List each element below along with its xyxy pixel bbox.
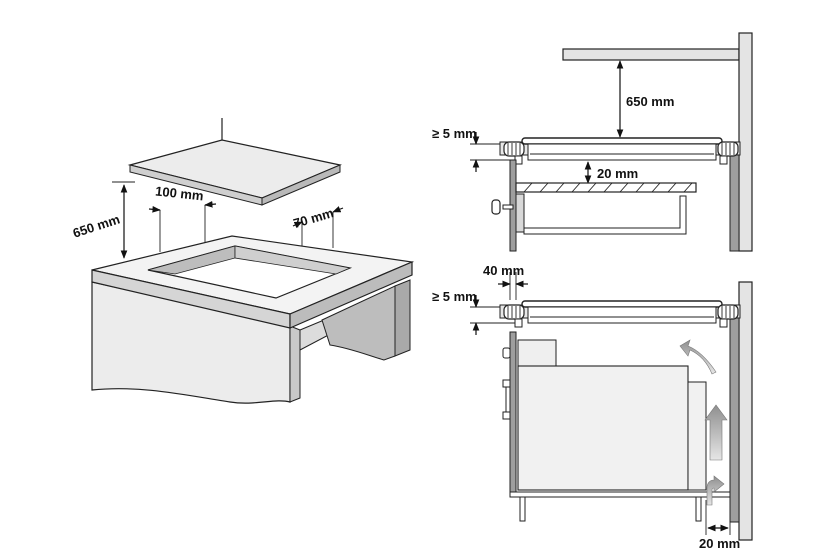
drawer-front xyxy=(515,193,525,233)
countertop-diagram: 650 mm 100 mm 70 mm xyxy=(71,118,415,404)
cabinet-leg-front xyxy=(519,496,526,522)
cabinet-base xyxy=(509,491,731,498)
hob-glass xyxy=(521,300,723,308)
seal-right xyxy=(717,304,739,320)
gap-label-bottom: ≥ 5 mm xyxy=(432,289,477,304)
hob-foot-right xyxy=(719,318,728,328)
front-label: 40 mm xyxy=(483,263,524,278)
cabinet-side xyxy=(321,285,396,361)
rear-vent-label: 20 mm xyxy=(699,536,740,551)
oven-handle xyxy=(505,386,511,413)
oven-rear xyxy=(687,381,707,491)
cabinet-front-panel xyxy=(509,331,517,493)
hob-body xyxy=(527,306,717,324)
hood-plate-side xyxy=(261,164,341,206)
drawer-gap-label: 20 mm xyxy=(597,166,638,181)
hob-foot-right xyxy=(719,155,728,165)
oven-control-panel xyxy=(517,339,557,367)
hood-bar xyxy=(562,48,740,61)
hob-glass xyxy=(521,137,723,145)
countertop-side xyxy=(289,261,413,329)
airflow-arrow-middle xyxy=(704,404,728,461)
drawer-divider xyxy=(515,182,697,193)
wall xyxy=(738,281,753,541)
back-clearance-arrow-left xyxy=(148,205,161,213)
drawer-knob-stem xyxy=(502,204,514,210)
height-label: 650 mm xyxy=(71,211,122,240)
seal-left xyxy=(503,304,525,320)
back-panel xyxy=(729,307,740,523)
gap-label-top: ≥ 5 mm xyxy=(432,126,477,141)
drawer-cross-section: 650 mm ≥ 5 mm 20 mm xyxy=(432,32,753,252)
side-clearance-arrow-left xyxy=(292,221,303,229)
cabinet-edge xyxy=(289,325,301,403)
oven-handle-top xyxy=(502,379,511,388)
oven-handle-bottom xyxy=(502,411,511,420)
airflow-arrow-bottom xyxy=(706,475,725,506)
cutout-wall-right xyxy=(234,245,352,275)
airflow-arrow-top xyxy=(679,339,717,375)
drawer-divider-hatch xyxy=(523,182,693,193)
oven-cross-section: 40 mm ≥ 5 mm xyxy=(432,263,753,551)
back-clearance-arrow-right xyxy=(204,200,217,208)
hob-body xyxy=(527,143,717,161)
side-clearance-label: 70 mm xyxy=(292,205,336,231)
back-clearance-label: 100 mm xyxy=(155,183,205,203)
drawer-box xyxy=(523,195,687,235)
seal-left xyxy=(503,141,525,157)
cabinet-front xyxy=(91,281,291,404)
drawer-knob[interactable] xyxy=(491,199,501,215)
back-panel xyxy=(729,147,740,252)
oven-knob[interactable] xyxy=(502,347,511,359)
side-clearance-arrow-right xyxy=(332,206,344,213)
cabinet-leg-back xyxy=(695,496,702,522)
hob-foot-left xyxy=(514,318,523,328)
hood-height-label: 650 mm xyxy=(626,94,674,109)
cabinet-back-edge xyxy=(394,279,411,357)
oven-body xyxy=(517,365,689,491)
wall xyxy=(738,32,753,252)
seal-right xyxy=(717,141,739,157)
